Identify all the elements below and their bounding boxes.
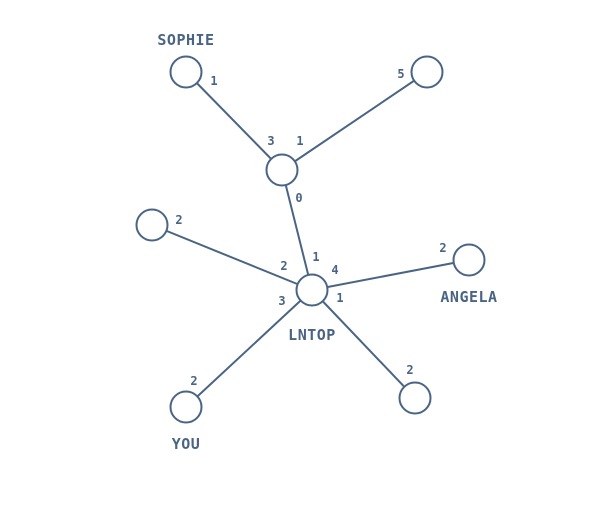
edge-angela-to-lntop: [311, 259, 470, 291]
node-name-you: YOU: [172, 435, 201, 453]
port-label-hub-sophie-end: 3: [267, 134, 274, 148]
port-label-bottom-right-end: 2: [406, 363, 413, 377]
edge-hub-to-lntop: [281, 169, 313, 291]
port-label-lntop-hub-end: 1: [312, 250, 319, 264]
port-label-left-end: 2: [175, 213, 182, 227]
port-label-lntop-you-end: 3: [278, 294, 285, 308]
node-names: SOPHIE ANGELA LNTOP YOU: [157, 31, 497, 453]
edges: [151, 71, 470, 408]
port-label-hub-lntop-end: 0: [295, 191, 302, 205]
node-you[interactable]: [169, 390, 203, 424]
edge-end-labels: 1 3 5 1 0 1 2 2 2 4 2 3 2 1: [175, 67, 446, 388]
edge-you-to-lntop: [185, 289, 313, 408]
nodes: [135, 55, 486, 424]
node-name-sophie: SOPHIE: [157, 31, 214, 49]
port-label-angela-end: 2: [439, 241, 446, 255]
node-name-angela: ANGELA: [440, 288, 497, 306]
node-top-right[interactable]: [410, 55, 444, 89]
node-bottom-right[interactable]: [398, 381, 432, 415]
edge-top-right-to-hub: [281, 71, 428, 171]
edge-left-to-lntop: [151, 224, 313, 291]
edge-bottom-right-to-lntop: [311, 289, 416, 399]
port-label-top-right-end: 5: [397, 67, 404, 81]
port-label-you-end: 2: [190, 374, 197, 388]
node-left[interactable]: [135, 208, 169, 242]
port-label-hub-top-right-end: 1: [296, 134, 303, 148]
port-label-lntop-angela-end: 4: [331, 263, 338, 277]
node-angela[interactable]: [452, 243, 486, 277]
node-hub[interactable]: [265, 153, 299, 187]
node-name-lntop: LNTOP: [288, 326, 336, 344]
port-label-lntop-bottom-right-end: 1: [336, 291, 343, 305]
port-label-sophie-end: 1: [210, 74, 217, 88]
node-sophie[interactable]: [169, 55, 203, 89]
port-label-lntop-left-end: 2: [280, 259, 287, 273]
edge-sophie-to-hub: [185, 71, 283, 171]
node-lntop[interactable]: [295, 273, 329, 307]
